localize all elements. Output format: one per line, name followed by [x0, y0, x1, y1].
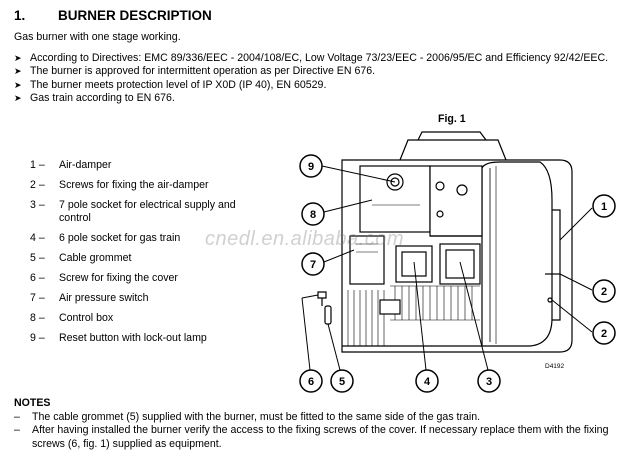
bullet-arrow-icon: ➤: [14, 53, 22, 63]
callout-label: 5: [339, 376, 345, 388]
legend-number: 9: [30, 332, 36, 345]
air-damper-drawing: [552, 209, 561, 321]
bullet-text: The burner is approved for intermittent …: [30, 65, 376, 78]
bullet-text: The burner meets protection level of IP …: [30, 78, 327, 91]
legend-item: 8 – Control box: [30, 312, 270, 325]
legend-item: 5 – Cable grommet: [30, 252, 270, 265]
legend-number: 2: [30, 179, 36, 191]
legend-dash: –: [38, 292, 45, 305]
note-text: After having installed the burner verify…: [32, 424, 609, 450]
callout-label: 1: [601, 201, 607, 213]
legend-text: Screw for fixing the cover: [59, 272, 178, 285]
legend-item: 4 – 6 pole socket for gas train: [30, 232, 270, 245]
note-item: – The cable grommet (5) supplied with th…: [14, 411, 634, 424]
callout-label: 6: [308, 376, 314, 388]
callout-2b: 2: [592, 321, 616, 345]
section-title-text: BURNER DESCRIPTION: [58, 8, 212, 23]
legend-dash: –: [38, 272, 45, 285]
legend-text: Air-damper: [59, 159, 112, 171]
note-item: – After having installed the burner veri…: [14, 424, 634, 451]
callout-1: 1: [592, 194, 616, 218]
electrical-socket-drawing: [439, 243, 481, 285]
note-dash: –: [14, 411, 20, 423]
callout-label: 3: [486, 376, 492, 388]
legend-number: 8: [30, 312, 36, 325]
callout-4: 4: [415, 369, 439, 393]
legend-text: 7 pole socket for electrical supply and …: [59, 199, 236, 225]
burner-body-drawing: [301, 131, 593, 371]
figure-label: Fig. 1: [438, 113, 466, 125]
component-legend: 1 – Air-damper 2 – Screws for fixing the…: [30, 159, 270, 352]
bullet-arrow-icon: ➤: [14, 93, 22, 104]
bullet-arrow-icon: ➤: [14, 79, 22, 90]
mounting-bracket: [399, 131, 507, 161]
grommet-drawing: [324, 305, 332, 325]
callout-label: 7: [310, 259, 316, 271]
legend-number: 6: [30, 272, 36, 285]
callout-9: 9: [299, 154, 323, 178]
legend-text: Reset button with lock-out lamp: [59, 332, 207, 345]
legend-item: 9 – Reset button with lock-out lamp: [30, 332, 270, 345]
cover-screw-drawing: [317, 291, 327, 299]
legend-dash: –: [38, 199, 45, 211]
legend-dash: –: [38, 332, 45, 345]
bullet-list: ➤ According to Directives: EMC 89/336/EE…: [14, 52, 632, 106]
legend-text: Control box: [59, 312, 114, 325]
reset-button-drawing: [386, 173, 404, 191]
bullet-item: ➤ The burner is approved for intermitten…: [14, 65, 632, 78]
legend-number: 1: [30, 159, 36, 171]
callout-leaders: [301, 165, 593, 371]
legend-item: 6 – Screw for fixing the cover: [30, 272, 270, 285]
legend-text: Cable grommet: [59, 252, 132, 265]
legend-item: 3 – 7 pole socket for electrical supply …: [30, 199, 270, 226]
callout-label: 2: [601, 328, 607, 340]
bullet-item: ➤ According to Directives: EMC 89/336/EE…: [14, 52, 632, 65]
burner-housing: [341, 159, 573, 353]
legend-dash: –: [38, 179, 45, 191]
callout-label: 2: [601, 286, 607, 298]
notes-heading: NOTES: [14, 397, 51, 409]
legend-dash: –: [38, 232, 45, 245]
legend-text: Screws for fixing the air-damper: [59, 179, 209, 191]
notes-list: – The cable grommet (5) supplied with th…: [14, 411, 634, 451]
figure-code: D4192: [545, 363, 565, 370]
bullet-item: ➤ The burner meets protection level of I…: [14, 79, 632, 92]
legend-number: 4: [30, 232, 36, 245]
callout-2a: 2: [592, 279, 616, 303]
legend-number: 5: [30, 252, 36, 265]
legend-text: 6 pole socket for gas train: [59, 232, 181, 245]
legend-item: 2 – Screws for fixing the air-damper: [30, 179, 270, 192]
callout-label: 4: [424, 376, 431, 388]
legend-dash: –: [38, 159, 45, 171]
legend-dash: –: [38, 312, 45, 325]
legend-dash: –: [38, 252, 45, 265]
legend-text: Air pressure switch: [59, 292, 149, 305]
bullet-item: ➤ Gas train according to EN 676.: [14, 92, 632, 105]
motor-fins-drawing: [390, 285, 480, 321]
legend-number: 3: [30, 199, 36, 211]
callout-7: 7: [301, 252, 325, 276]
callout-3: 3: [477, 369, 501, 393]
bullet-arrow-icon: ➤: [14, 66, 22, 77]
callout-label: 8: [310, 209, 316, 221]
note-dash: –: [14, 424, 20, 437]
burner-cover: [481, 161, 553, 347]
air-pressure-switch-drawing: [349, 235, 385, 285]
section-title: 1. BURNER DESCRIPTION: [14, 8, 212, 23]
bullet-text: Gas train according to EN 676.: [30, 92, 175, 105]
legend-item: 7 – Air pressure switch: [30, 292, 270, 305]
callout-5: 5: [330, 369, 354, 393]
legend-number: 7: [30, 292, 36, 305]
section-subtitle: Gas burner with one stage working.: [14, 31, 181, 43]
callout-8: 8: [301, 202, 325, 226]
bullet-text: According to Directives: EMC 89/336/EEC …: [30, 52, 609, 64]
callout-label: 9: [308, 161, 314, 173]
section-number: 1.: [14, 8, 26, 23]
note-text: The cable grommet (5) supplied with the …: [32, 411, 481, 423]
control-box-drawing: [359, 165, 431, 233]
callout-6: 6: [299, 369, 323, 393]
legend-item: 1 – Air-damper: [30, 159, 270, 172]
